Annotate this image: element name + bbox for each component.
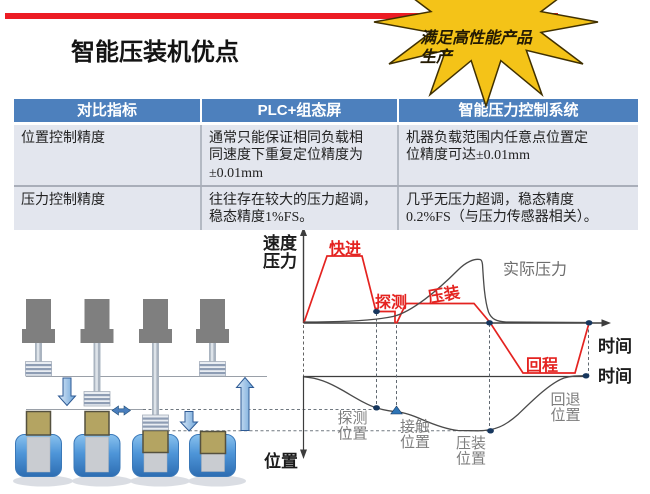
label-return-stroke: 回程 (526, 357, 558, 375)
label-time-lower: 时间 (598, 366, 632, 386)
cell-line: 通常只能保证相同负载相 (209, 130, 363, 146)
cell-smart: 几乎无压力超调，稳态精度 0.2%FS（与压力传感器相关）。 (399, 187, 638, 230)
label-press-position-l2: 位置 (456, 451, 486, 468)
label-probe-position-l2: 位置 (338, 426, 368, 443)
label-press-position-l1: 压装 (456, 435, 486, 452)
workpiece-4 (199, 430, 227, 455)
table-row: 压力控制精度 往往存在较大的压力超调， 稳态精度1%FS。 几乎无压力超调，稳态… (14, 187, 638, 230)
fixture-2 (73, 434, 121, 477)
label-actual-pressure: 实际压力 (503, 261, 567, 279)
workpiece-3 (142, 429, 169, 454)
label-retract-position-l2: 位置 (551, 407, 581, 424)
workpiece-2 (84, 410, 110, 436)
retract-up-arrow (235, 376, 255, 431)
time-axis-arrowhead (601, 319, 611, 327)
label-pressure-axis: 压力 (263, 251, 297, 271)
workpiece-1 (25, 410, 52, 436)
contact-double-arrow (111, 405, 132, 416)
column-header-metric: 对比指标 (14, 99, 200, 122)
fast-down-arrow (57, 377, 77, 407)
press-station-2 (80, 299, 114, 407)
cell-smart: 机器负载范围内任意点位置定 位精度可达±0.01mm (399, 125, 638, 185)
label-position-axis: 位置 (264, 451, 298, 471)
press-station-3 (139, 299, 172, 431)
actual-pressure-curve (303, 258, 590, 324)
position-profile-curve (303, 375, 587, 432)
cell-plc: 往往存在较大的压力超调， 稳态精度1%FS。 (202, 187, 397, 230)
cell-plc: 通常只能保证相同负载相 同速度下重复定位精度为 ±0.01mm (202, 125, 397, 185)
cell-line: 0.2%FS（与压力传感器相关）。 (406, 210, 598, 225)
cell-line: 往往存在较大的压力超调， (209, 192, 377, 208)
cell-metric: 压力控制精度 (14, 187, 200, 230)
cell-line: 位精度可达±0.01mm (406, 148, 530, 163)
fixture-shadows (13, 475, 246, 487)
waypoint-dots (373, 308, 593, 434)
axis-down-arrowhead (300, 449, 307, 459)
press-down-arrow (179, 411, 199, 432)
column-header-smart: 智能压力控制系统 (399, 99, 638, 122)
label-contact-position-l2: 位置 (400, 434, 430, 451)
page-title: 智能压装机优点 (71, 39, 239, 66)
axis-up-arrowhead (300, 227, 307, 236)
cell-metric: 位置控制精度 (14, 125, 200, 185)
starburst-shape (373, 0, 599, 109)
label-retract-position-l1: 回退 (551, 392, 581, 409)
table-row: 位置控制精度 通常只能保证相同负载相 同速度下重复定位精度为 ±0.01mm 机… (14, 125, 638, 185)
starburst-callout: 满足高性能产品 生产 (373, 0, 599, 109)
table-row-divider (14, 185, 638, 187)
column-header-plc: PLC+组态屏 (202, 99, 397, 122)
top-accent-bar (5, 13, 558, 19)
press-station-4 (196, 299, 229, 377)
velocity-profile-curve (303, 255, 590, 374)
label-speed-axis: 速度 (263, 233, 298, 253)
label-fast-advance: 快进 (329, 239, 361, 258)
fixture-1 (15, 434, 62, 477)
starburst-text-line1: 满足高性能产品 (420, 29, 533, 47)
contact-triangle-marker (390, 405, 403, 415)
press-station-1 (22, 299, 55, 377)
label-probe: 探测 (375, 293, 407, 312)
cell-line: 机器负载范围内任意点位置定 (406, 130, 588, 146)
vertical-guides (376, 313, 589, 430)
cell-line: 几乎无压力超调，稳态精度 (406, 192, 574, 208)
cell-line: 稳态精度1%FS。 (209, 210, 314, 225)
cell-line: ±0.01mm (209, 165, 263, 181)
table-header-row: 对比指标 PLC+组态屏 智能压力控制系统 (14, 99, 638, 122)
comparison-table: 对比指标 PLC+组态屏 智能压力控制系统 位置控制精度 通常只能保证相同负载相… (14, 99, 638, 230)
label-probe-position-l1: 探测 (338, 410, 368, 427)
label-contact-position-l1: 接触 (400, 419, 430, 436)
label-time-upper: 时间 (598, 336, 632, 356)
cell-line: 同速度下重复定位精度为 (209, 148, 363, 163)
starburst-text-line2: 生产 (420, 48, 454, 66)
